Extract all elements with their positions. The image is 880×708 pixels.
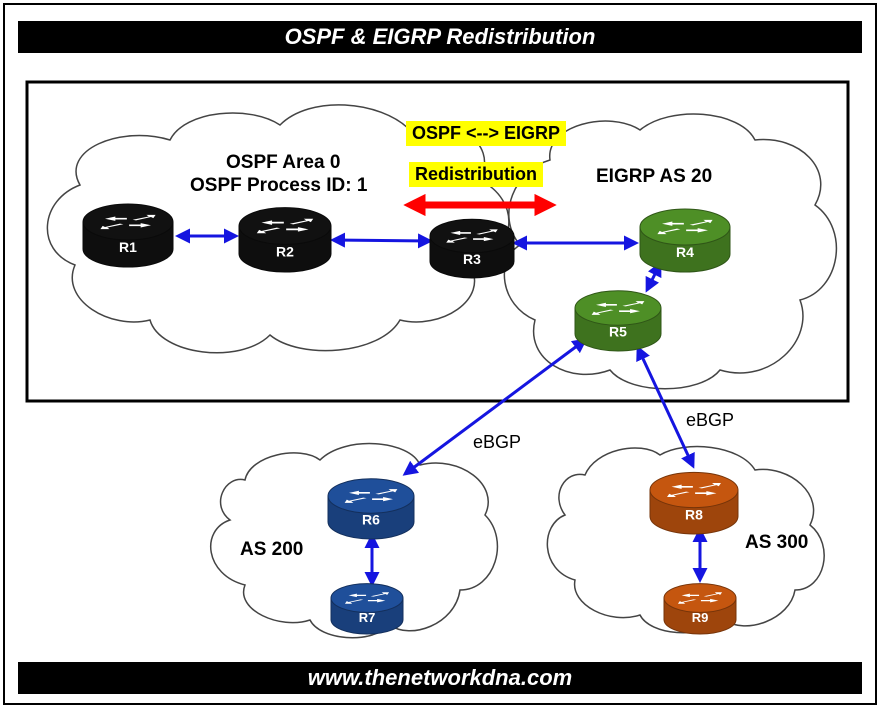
router-r3: R3 [429, 218, 515, 279]
link-r5-r8-ebgp [636, 345, 695, 469]
ospf-process-label: OSPF Process ID: 1 [190, 175, 368, 196]
footer-url: www.thenetworkdna.com [307, 665, 573, 690]
as200-label: AS 200 [240, 539, 304, 560]
eigrp-as-label: EIGRP AS 20 [596, 166, 713, 187]
router-r1-label: R1 [119, 239, 137, 255]
router-r4-top [639, 208, 731, 246]
as300-label: AS 300 [745, 532, 809, 553]
outer-frame [3, 3, 877, 705]
router-r5-top [574, 290, 662, 326]
router-r9-label: R9 [692, 610, 709, 625]
ospf-area-label: OSPF Area 0 [226, 152, 341, 173]
as300-cloud [546, 445, 825, 634]
router-r6-label: R6 [362, 512, 380, 528]
router-r5-label: R5 [609, 324, 627, 340]
as200-cloud [210, 442, 499, 639]
link-r2-r3 [330, 232, 433, 249]
router-r7-label: R7 [359, 610, 376, 625]
router-r2: R2 [238, 207, 332, 273]
router-r8: R8 [649, 471, 739, 535]
router-r7: R7 [330, 583, 404, 635]
router-r9: R9 [663, 583, 737, 635]
router-r4: R4 [639, 208, 731, 273]
title-banner: OSPF & EIGRP Redistribution [18, 21, 862, 53]
ebgp-left-label: eBGP [473, 432, 522, 452]
footer-banner: www.thenetworkdna.com [18, 662, 862, 694]
router-r9-top [663, 583, 737, 613]
router-r1: R1 [82, 203, 174, 268]
redistribution-protocols-label: OSPF <--> EIGRP [406, 121, 567, 146]
router-r4-label: R4 [676, 244, 694, 260]
router-r8-top [649, 471, 739, 509]
link-r5-r6-ebgp [402, 338, 588, 476]
router-r8-label: R8 [685, 506, 703, 522]
router-r3-top [429, 218, 515, 254]
router-r7-top [330, 583, 404, 613]
page-title: OSPF & EIGRP Redistribution [284, 24, 596, 49]
router-r1-top [82, 203, 174, 241]
ebgp-right-label: eBGP [686, 410, 735, 430]
router-r5: R5 [574, 290, 662, 352]
router-r6-top [327, 478, 415, 514]
redistribution-label: Redistribution [409, 162, 543, 187]
router-r6: R6 [327, 478, 415, 540]
router-r3-label: R3 [463, 251, 481, 267]
router-r2-label: R2 [276, 244, 294, 260]
router-r2-top [238, 207, 332, 245]
